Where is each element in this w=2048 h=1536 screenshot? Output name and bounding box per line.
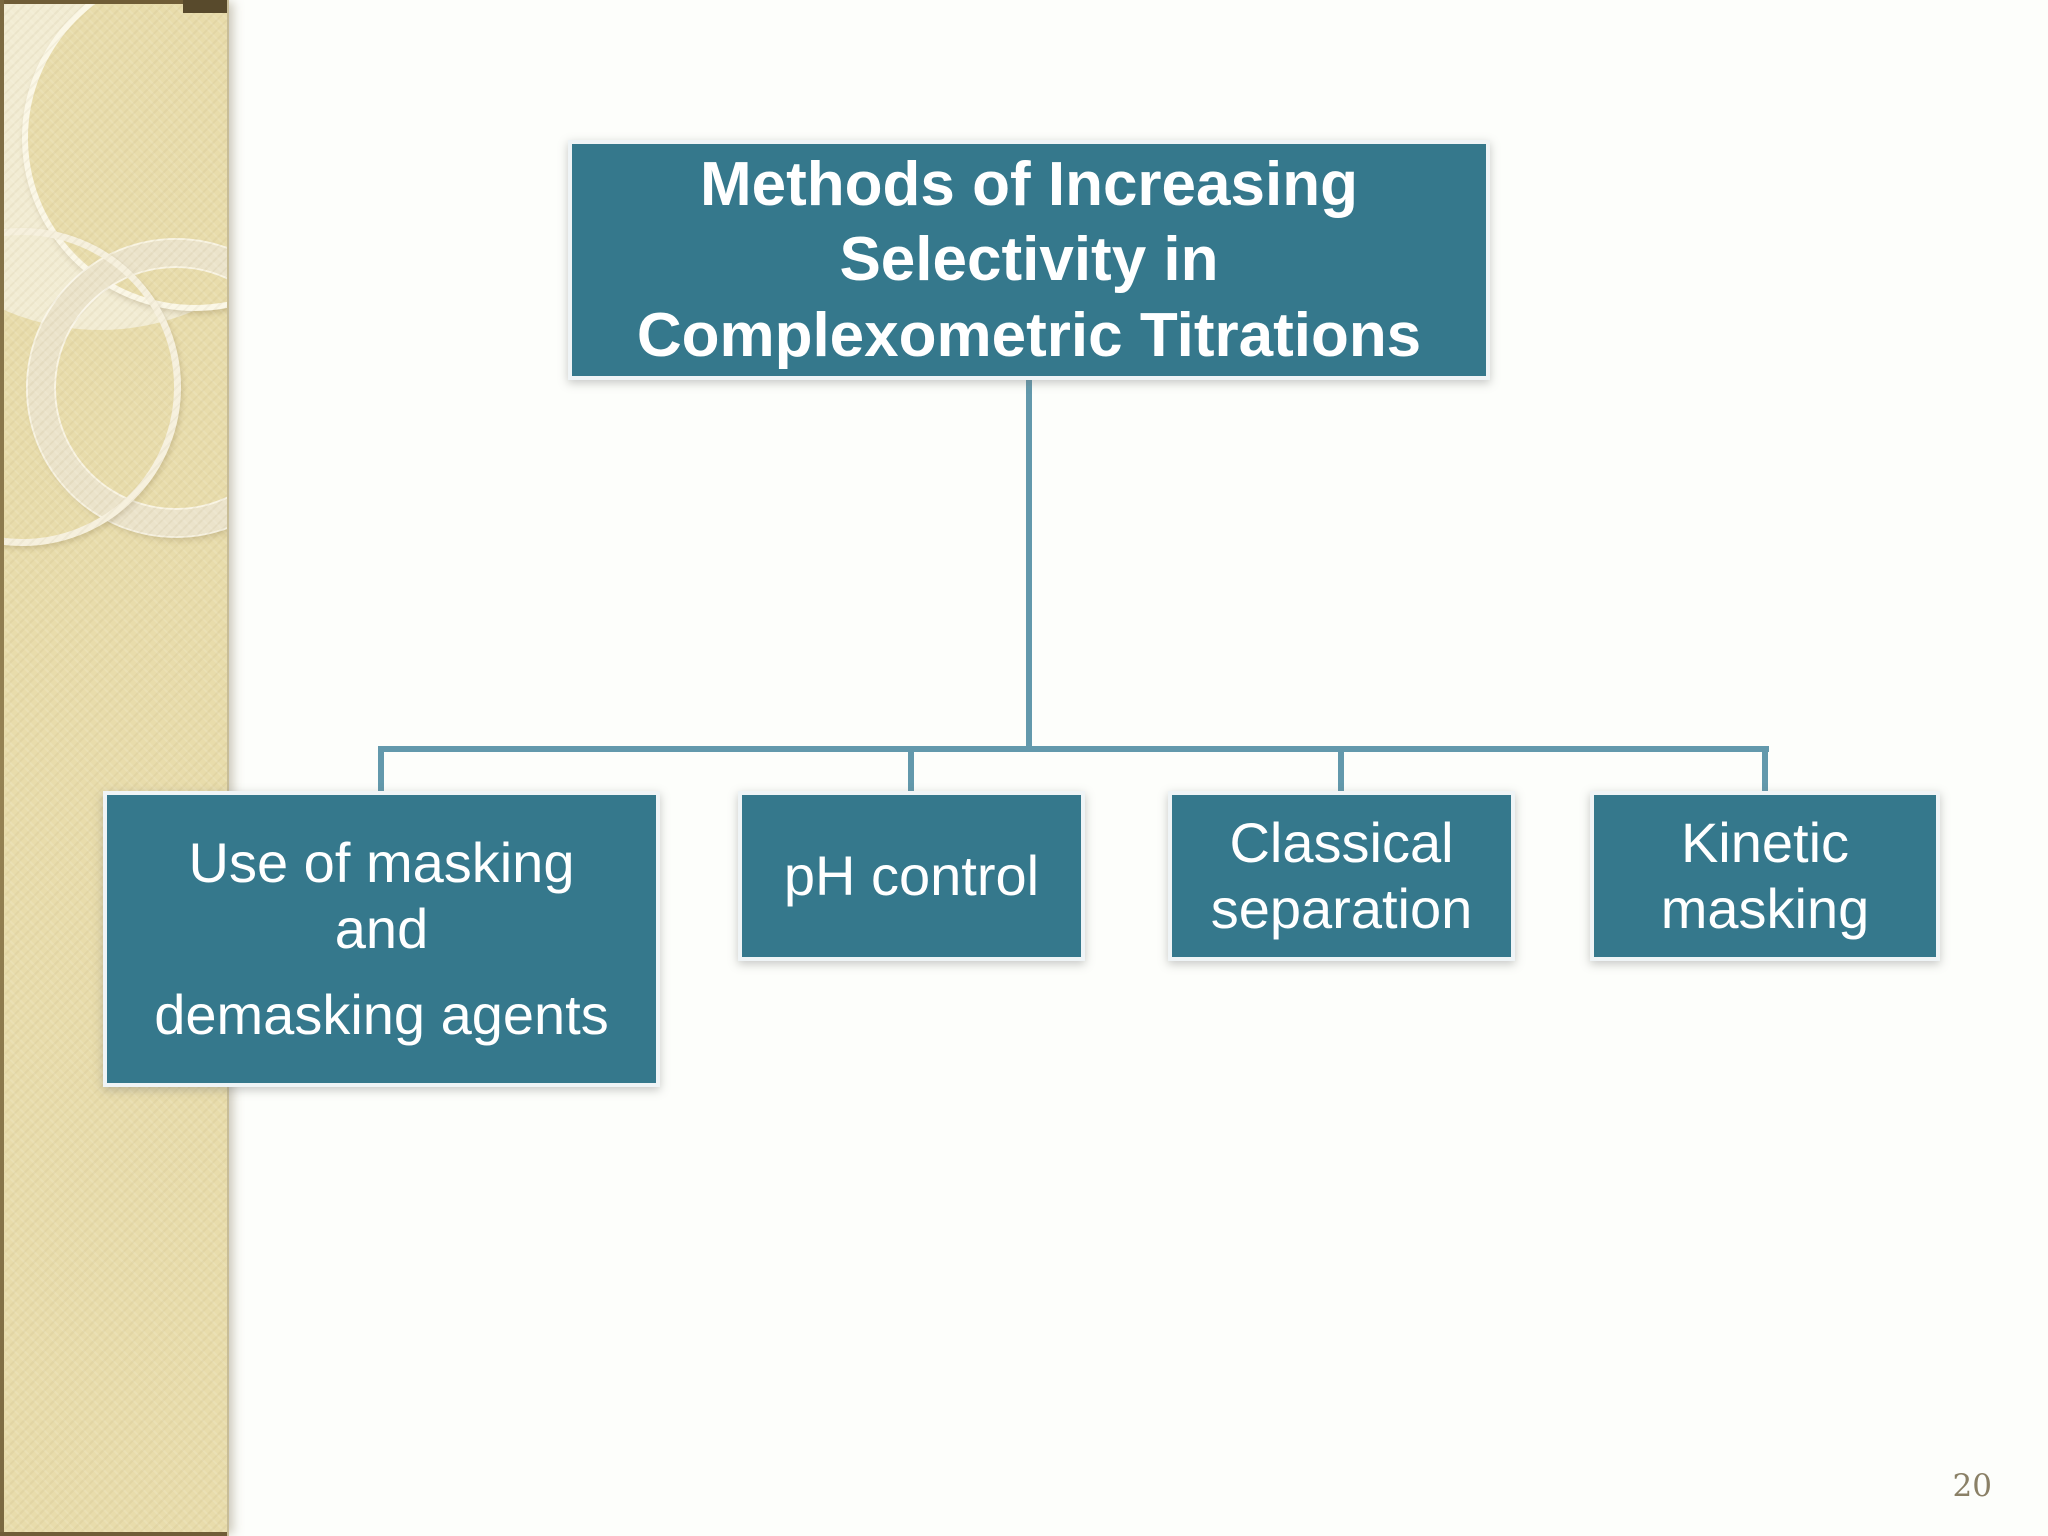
connector-drop-4 bbox=[1762, 746, 1768, 794]
diagram-box-ph-control: pH control bbox=[738, 791, 1085, 961]
sidebar-top-edge bbox=[0, 0, 227, 4]
connector-drop-2 bbox=[908, 746, 914, 794]
connector-drop-3 bbox=[1338, 746, 1344, 794]
diagram-box-classical-separation-label: Classical separation bbox=[1210, 810, 1473, 940]
connector-horizontal-bar bbox=[378, 746, 1769, 752]
diagram-box-ph-control-label: pH control bbox=[783, 843, 1040, 907]
connector-drop-1 bbox=[378, 746, 384, 794]
sidebar-corner-notch bbox=[183, 0, 227, 13]
diagram-box-kinetic-masking: Kinetic masking bbox=[1590, 791, 1940, 961]
diagram-root-box: Methods of Increasing Selectivity in Com… bbox=[568, 140, 1490, 380]
diagram-box-masking-agents-line1: Use of masking and bbox=[188, 830, 575, 960]
diagram-box-classical-separation: Classical separation bbox=[1168, 791, 1515, 961]
page-number: 20 bbox=[1952, 1468, 1992, 1504]
diagram-box-masking-agents-line2: demasking agents bbox=[154, 983, 609, 1047]
sidebar-decorative-band bbox=[0, 0, 229, 1536]
sidebar-bottom-edge bbox=[0, 1532, 227, 1536]
connector-root-stem bbox=[1026, 378, 1032, 750]
diagram-box-kinetic-masking-label: Kinetic masking bbox=[1660, 810, 1870, 940]
diagram-box-masking-agents: Use of masking and demasking agents bbox=[103, 791, 660, 1087]
sidebar-left-edge bbox=[0, 0, 4, 1536]
diagram-root-label: Methods of Increasing Selectivity in Com… bbox=[636, 149, 1422, 370]
